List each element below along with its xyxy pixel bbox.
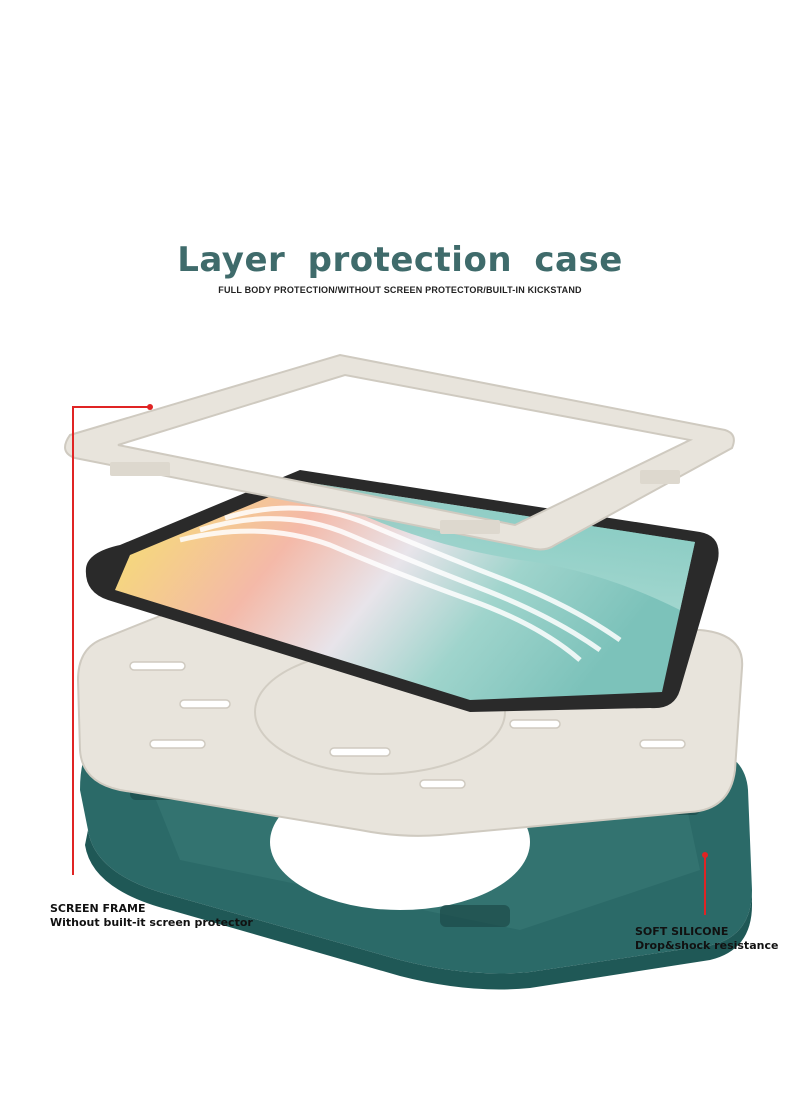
soft-silicone-title: SOFT SILICONE <box>635 925 729 938</box>
screen-frame-layer <box>64 353 735 551</box>
screen-frame-callout: SCREEN FRAME Without built-it screen pro… <box>50 902 253 930</box>
page-subtitle: FULL BODY PROTECTION/WITHOUT SCREEN PROT… <box>218 285 582 295</box>
soft-silicone-callout: SOFT SILICONE Drop&shock resistance <box>635 925 778 953</box>
screen-frame-title: SCREEN FRAME <box>50 902 146 915</box>
page-title: Layer protection case <box>177 240 623 280</box>
screen-frame-callout-line <box>72 404 153 875</box>
screen-frame-desc: Without built-it screen protector <box>50 916 253 929</box>
soft-silicone-callout-line <box>702 852 708 915</box>
soft-silicone-desc: Drop&shock resistance <box>635 939 779 952</box>
